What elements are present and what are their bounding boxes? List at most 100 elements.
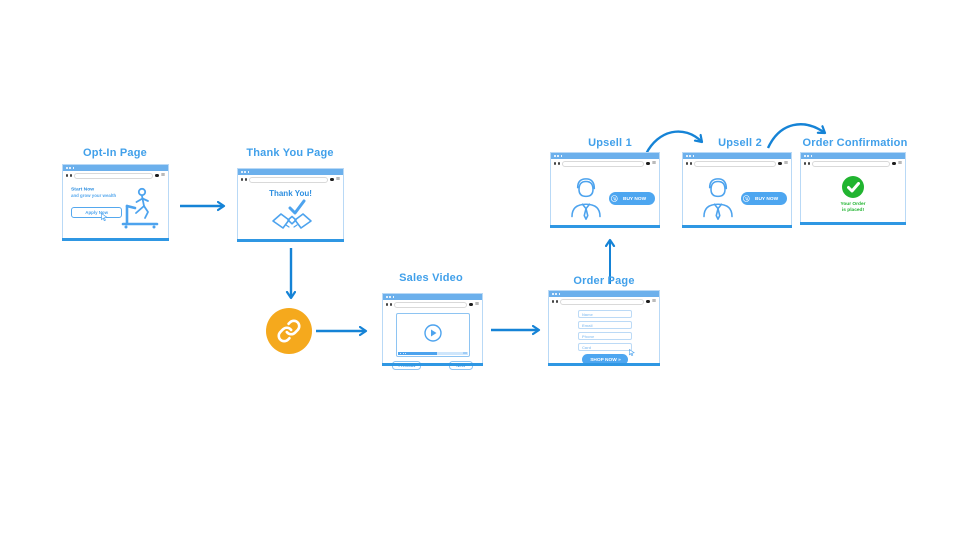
video-progress-endcap (463, 352, 467, 355)
shop-now-button[interactable]: SHOP NOW » (582, 354, 628, 365)
buy-now-label: BUY NOW (623, 195, 647, 202)
buy-now-button[interactable]: BUY NOW (741, 192, 787, 205)
confirmation-message: Your Order is placed! (840, 201, 866, 213)
card-field-placeholder: Card (582, 344, 592, 350)
name-field[interactable]: Name (578, 310, 632, 318)
handshake-check-icon (272, 199, 312, 229)
orderpage-content: Name Email Phone Card SHOP NOW » (549, 306, 659, 365)
menu-icon[interactable]: ≡ (474, 301, 479, 308)
url-bar[interactable] (560, 298, 645, 305)
apply-now-label: Apply Now (85, 210, 109, 215)
back-button[interactable] (552, 300, 555, 303)
back-button[interactable] (386, 303, 389, 306)
window-titlebar (383, 294, 482, 300)
upsell2-content: BUY NOW (683, 168, 791, 224)
phone-field-placeholder: Phone (582, 333, 595, 339)
treadmill-runner-icon (121, 187, 159, 229)
back-button[interactable] (554, 162, 557, 165)
success-check-icon (842, 176, 864, 198)
cursor-icon (629, 349, 635, 356)
menu-icon[interactable]: ≡ (897, 160, 902, 167)
profile-icon (155, 173, 159, 178)
profile-icon (330, 177, 334, 182)
person-icon (571, 178, 601, 220)
arrow-upsell2-to-confirmation (766, 123, 825, 149)
link-icon (277, 319, 301, 343)
forward-button[interactable] (70, 174, 73, 177)
url-bar[interactable] (812, 160, 891, 167)
thankyou-window: ≡ Thank You! (237, 168, 344, 242)
profile-icon (646, 161, 650, 166)
person-icon (703, 178, 733, 220)
window-bottombar (237, 239, 344, 242)
back-button[interactable] (686, 162, 689, 165)
optin-headline: Start Now (71, 186, 95, 192)
cart-icon (611, 195, 618, 202)
forward-button[interactable] (808, 162, 811, 165)
arrow-upsell1-to-upsell2 (644, 130, 702, 155)
browser-toolbar: ≡ (63, 171, 168, 180)
browser-toolbar: ≡ (238, 175, 343, 184)
email-field-placeholder: Email (582, 322, 593, 328)
window-bottombar (800, 222, 906, 225)
profile-icon (469, 302, 473, 307)
url-bar[interactable] (562, 160, 645, 167)
back-button[interactable] (241, 178, 244, 181)
confirmation-message-wrap: Your Order is placed! (801, 201, 905, 221)
window-bottombar (550, 225, 660, 228)
menu-icon[interactable]: ≡ (160, 172, 165, 179)
window-bottombar (682, 225, 792, 228)
orderpage-title: Order Page (573, 275, 635, 287)
video-player (396, 313, 470, 357)
menu-icon[interactable]: ≡ (651, 298, 656, 305)
browser-toolbar: ≡ (551, 159, 659, 168)
thankyou-content: Thank You! (238, 184, 343, 238)
confirmation-title: Order Confirmation (802, 137, 908, 149)
name-field-placeholder: Name (582, 311, 593, 317)
forward-button[interactable] (690, 162, 693, 165)
optin-window: ≡ Start Now and grow your wealth Apply N… (62, 164, 169, 241)
buy-now-button[interactable]: BUY NOW (609, 192, 655, 205)
forward-button[interactable] (558, 162, 561, 165)
upsell2-title: Upsell 2 (718, 137, 762, 149)
orderpage-window: ≡ Name Email Phone Card SHOP NOW » (548, 290, 660, 366)
browser-toolbar: ≡ (801, 159, 905, 168)
url-bar[interactable] (74, 172, 154, 179)
forward-button[interactable] (245, 178, 248, 181)
profile-icon (646, 299, 650, 304)
forward-button[interactable] (556, 300, 559, 303)
url-bar[interactable] (249, 176, 329, 183)
menu-icon[interactable]: ≡ (783, 160, 788, 167)
play-icon[interactable] (424, 324, 442, 342)
menu-icon[interactable]: ≡ (335, 176, 340, 183)
optin-subheadline: and grow your wealth (71, 193, 117, 198)
confirmation-content: Your Order is placed! (801, 168, 905, 221)
browser-toolbar: ≡ (383, 300, 482, 309)
window-titlebar (549, 291, 659, 297)
card-field[interactable]: Card (578, 343, 632, 351)
back-button[interactable] (66, 174, 69, 177)
video-progress-bar[interactable] (398, 351, 468, 355)
window-titlebar (238, 169, 343, 175)
upsell1-window: ≡ BUY NOW (550, 152, 660, 228)
link-node (266, 308, 312, 354)
browser-toolbar: ≡ (683, 159, 791, 168)
upsell1-content: BUY NOW (551, 168, 659, 224)
forward-button[interactable] (390, 303, 393, 306)
window-titlebar (551, 153, 659, 159)
back-button[interactable] (804, 162, 807, 165)
menu-icon[interactable]: ≡ (651, 160, 656, 167)
apply-now-button[interactable]: Apply Now (71, 207, 123, 218)
email-field[interactable]: Email (578, 321, 632, 329)
window-bottombar (382, 363, 483, 366)
optin-content: Start Now and grow your wealth Apply Now (63, 180, 168, 237)
profile-icon (778, 161, 782, 166)
url-bar[interactable] (394, 301, 468, 308)
url-bar[interactable] (694, 160, 777, 167)
browser-toolbar: ≡ (549, 297, 659, 306)
window-titlebar (801, 153, 905, 159)
upsell2-window: ≡ BUY NOW (682, 152, 792, 228)
phone-field[interactable]: Phone (578, 332, 632, 340)
